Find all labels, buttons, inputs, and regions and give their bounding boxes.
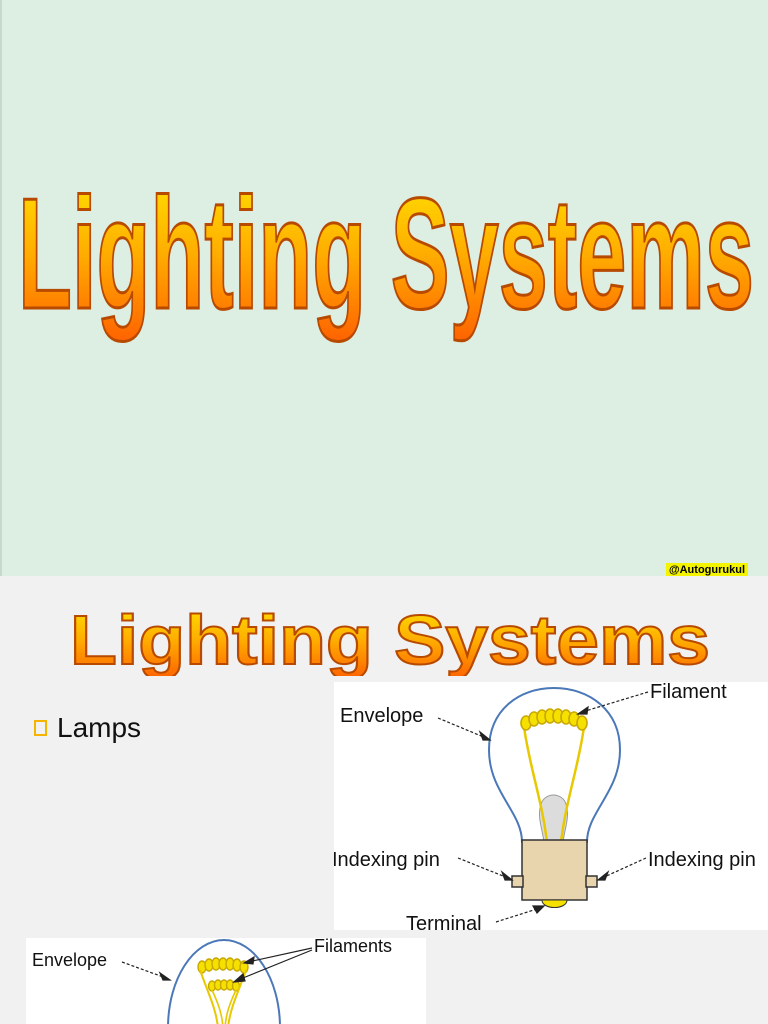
leader-lines [437, 691, 649, 923]
bullet-label: Lamps [57, 712, 142, 743]
slide-title: Lighting Systems [70, 601, 710, 676]
title-slide: Lighting Systems [0, 0, 768, 576]
bullet-item: Lamps [34, 712, 141, 744]
label-terminal: Terminal [406, 913, 482, 930]
filament-support-middle [211, 989, 237, 1024]
label-indexing-pin-right: Indexing pin [648, 849, 756, 871]
dual-filament-bulb-diagram: Envelope Filaments [26, 938, 426, 1024]
filament-coil [520, 708, 588, 731]
watermark-label: @Autogurukul [665, 563, 748, 577]
bulb-diagram: Filament Envelope Indexing pin Indexing … [332, 681, 768, 935]
slide-title-graphic: Lighting Systems [69, 600, 711, 676]
bulb-diagram-svg: Filament Envelope Indexing pin Indexing … [332, 681, 756, 935]
filament-coils [197, 957, 249, 992]
filament-support-left [199, 969, 219, 1024]
slide-title: Lighting Systems [18, 166, 754, 342]
slide-title-graphic: Lighting Systems [17, 165, 756, 344]
label-envelope: Envelope [340, 705, 423, 727]
leader-lines [121, 947, 313, 983]
bulb-base [521, 839, 588, 901]
terminal-shape [541, 899, 568, 908]
label-indexing-pin-left: Indexing pin [334, 849, 440, 871]
indexing-pin-right-shape [585, 875, 598, 888]
label-filament: Filament [650, 682, 727, 703]
indexing-pin-left-shape [511, 875, 524, 888]
dual-bulb-svg: Envelope Filaments [32, 938, 392, 1024]
label-envelope: Envelope [32, 950, 107, 970]
label-filaments: Filaments [314, 938, 392, 956]
bullet-icon [34, 720, 47, 736]
